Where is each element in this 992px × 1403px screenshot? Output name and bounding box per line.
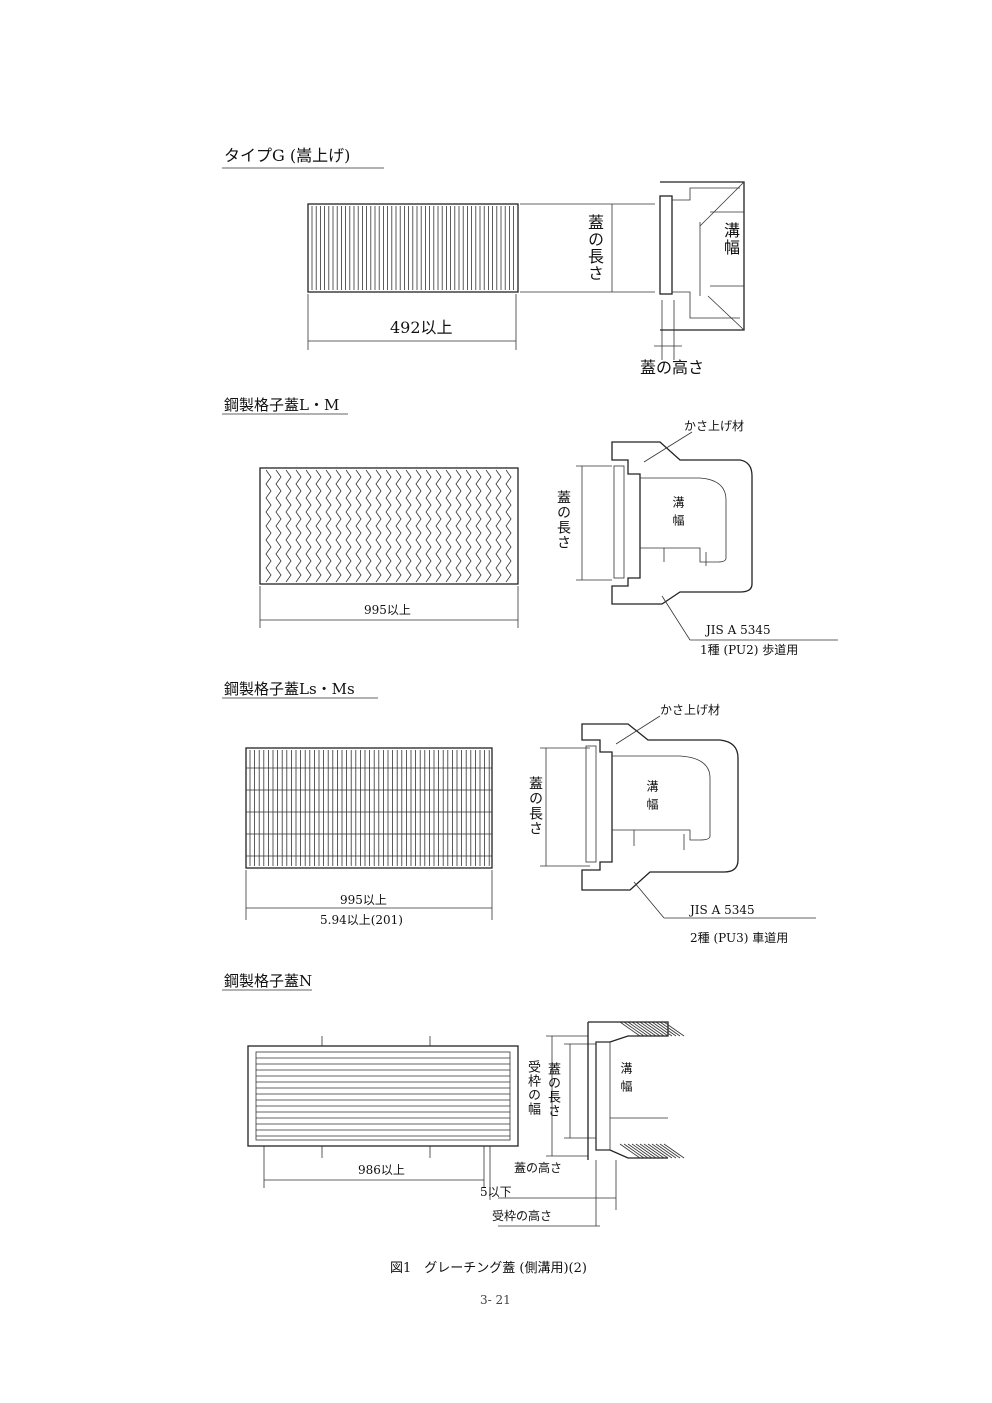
grating-bar	[505, 469, 512, 583]
label-height-n: 蓋の高さ	[514, 1161, 563, 1175]
label-length-n: 蓋の長さ	[545, 1062, 560, 1118]
grating-g-dims	[307, 203, 655, 350]
hatch-line	[663, 1021, 685, 1037]
grating-bar	[425, 469, 432, 583]
grating-n-dims	[263, 1035, 617, 1227]
grating-bar	[355, 469, 362, 583]
hatch-line	[631, 1143, 653, 1159]
hatch-line	[627, 1143, 649, 1159]
label-type-lm: 1種 (PU2) 歩道用	[700, 643, 799, 657]
hatch-line	[619, 1143, 641, 1159]
dim-width-n: 986以上	[358, 1163, 405, 1177]
hatch-line	[655, 1143, 677, 1159]
hatch-line	[651, 1143, 673, 1159]
grating-bar	[495, 469, 502, 583]
label-groove-g: 溝幅	[721, 222, 740, 256]
label-jis-lm: JIS A 5345	[706, 623, 771, 637]
label-groove-lm: 溝 幅	[671, 496, 685, 527]
grating-bar	[465, 469, 472, 583]
grating-bar	[475, 469, 482, 583]
label-type-lsms: 2種 (PU3) 車道用	[690, 931, 789, 945]
label-frame-width-n: 受枠の幅	[525, 1060, 540, 1116]
label-groove-lsms: 溝 幅	[645, 780, 659, 811]
grating-bar	[405, 469, 412, 583]
label-groove-n: 溝 幅	[619, 1062, 633, 1093]
grating-bar	[335, 469, 342, 583]
dim-width-lsms: 995以上	[340, 893, 387, 907]
grating-n-section	[587, 1021, 685, 1160]
grating-bar	[305, 469, 312, 583]
grating-bar	[265, 469, 272, 583]
hatch-line	[635, 1143, 657, 1159]
hatch-line	[639, 1021, 661, 1037]
grating-lsms-section	[581, 715, 816, 919]
section-title-n: 鋼製格子蓋N	[224, 972, 313, 990]
hatch-line	[643, 1021, 665, 1037]
hatch-line	[627, 1021, 649, 1037]
grating-bar	[385, 469, 392, 583]
section-title-lm: 鋼製格子蓋L・M	[224, 396, 340, 414]
hatch-line	[623, 1143, 645, 1159]
hatch-line	[619, 1021, 641, 1037]
grating-lsms-plan	[245, 747, 493, 869]
hatch-line	[631, 1021, 653, 1037]
grating-lm-dims	[259, 465, 612, 628]
grating-g-plan	[307, 203, 519, 293]
hatch-line	[623, 1021, 645, 1037]
label-length-lm: 蓋の長さ	[555, 490, 571, 550]
hatch-line	[651, 1021, 673, 1037]
label-height-g: 蓋の高さ	[640, 358, 705, 377]
grating-lm-plan	[259, 467, 519, 585]
grating-bar	[485, 469, 492, 583]
label-length-lsms: 蓋の長さ	[527, 776, 543, 836]
grating-bar	[285, 469, 292, 583]
label-jis-lsms: JIS A 5345	[690, 903, 755, 917]
grating-bar	[415, 469, 422, 583]
dim-width-g: 492以上	[390, 318, 453, 337]
dim-width2-lsms: 5.94以上(201)	[320, 913, 403, 927]
hatch-line	[635, 1021, 657, 1037]
grating-lm-section	[611, 431, 838, 641]
section-title-lsms: 鋼製格子蓋Ls・Ms	[224, 680, 355, 698]
hatch-line	[639, 1143, 661, 1159]
section-title-g: タイプG (嵩上げ)	[224, 146, 351, 165]
grating-bar	[315, 469, 322, 583]
label-raise-lm: かさ上げ材	[684, 419, 745, 433]
grating-bar	[365, 469, 372, 583]
grating-bar	[275, 469, 282, 583]
grating-bar	[445, 469, 452, 583]
grating-lsms-dims	[245, 747, 590, 920]
grating-bar	[345, 469, 352, 583]
page-number: 3- 21	[480, 1293, 511, 1307]
grating-bar	[455, 469, 462, 583]
hatch-line	[655, 1021, 677, 1037]
hatch-line	[663, 1143, 685, 1159]
grating-g-section	[654, 181, 745, 360]
grating-bar	[375, 469, 382, 583]
grating-bar	[295, 469, 302, 583]
label-raise-lsms: かさ上げ材	[660, 703, 721, 717]
grating-bar	[395, 469, 402, 583]
grating-bar	[325, 469, 332, 583]
grating-bar	[435, 469, 442, 583]
hatch-line	[643, 1143, 665, 1159]
grating-n-plan	[247, 1036, 519, 1158]
hatch-line	[659, 1143, 681, 1159]
figure-caption: 図1 グレーチング蓋 (側溝用)(2)	[390, 1261, 587, 1276]
hatch-line	[659, 1021, 681, 1037]
hatch-line	[647, 1021, 669, 1037]
label-frame-height-n: 受枠の高さ	[492, 1209, 553, 1223]
hatch-line	[647, 1143, 669, 1159]
label-length-g: 蓋の長さ	[585, 214, 604, 282]
label-gap-n: 5以下	[480, 1185, 512, 1199]
dim-width-lm: 995以上	[364, 603, 411, 617]
